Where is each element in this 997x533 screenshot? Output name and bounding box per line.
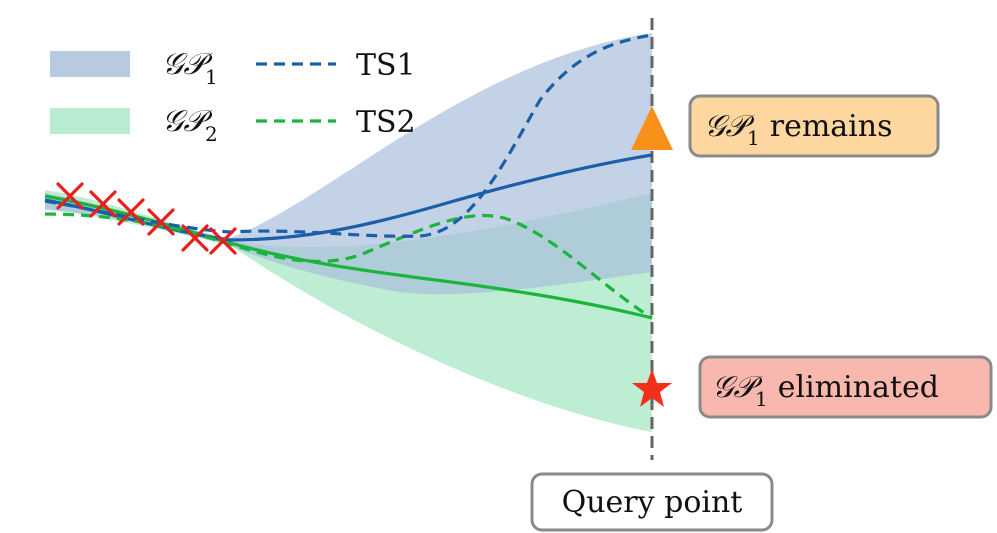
gp1-band	[45, 33, 652, 295]
eliminated-star-marker	[632, 369, 672, 407]
legend-gp1-label: 𝒢𝒫1	[162, 47, 218, 89]
legend: 𝒢𝒫1 TS1 𝒢𝒫2 TS2	[50, 47, 416, 146]
remains-box	[688, 94, 940, 158]
observation-x	[209, 227, 237, 255]
query-point-box	[530, 472, 774, 532]
legend-ts2-label: TS2	[356, 105, 416, 140]
observations	[56, 182, 237, 255]
ts1-line	[44, 33, 653, 238]
remains-triangle-marker	[631, 106, 673, 150]
observation-x	[56, 182, 84, 210]
legend-gp2-label: 𝒢𝒫2	[162, 104, 218, 146]
legend-ts1-label: TS1	[356, 48, 416, 83]
eliminated-box	[698, 355, 993, 419]
query-point-label: Query point	[562, 485, 743, 520]
observation-x	[89, 190, 117, 218]
observation-x	[117, 198, 145, 226]
observation-x	[181, 224, 209, 252]
observation-x	[147, 208, 175, 236]
query-point-annotation: Query point	[530, 472, 774, 532]
legend-gp2-swatch	[50, 108, 130, 134]
legend-gp1-swatch	[50, 51, 130, 77]
